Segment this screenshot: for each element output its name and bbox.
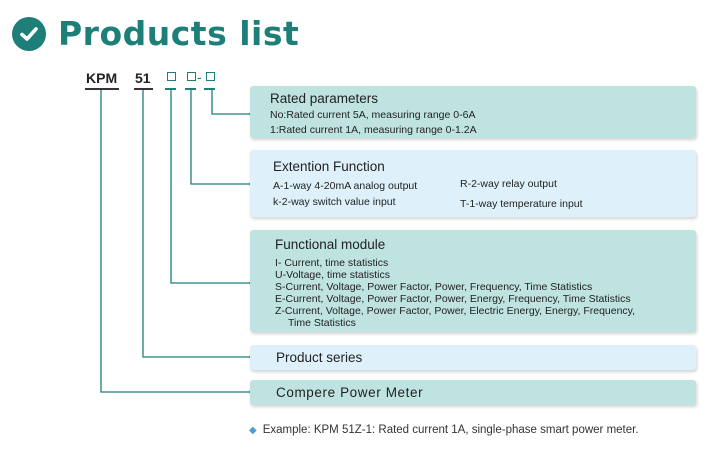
functional-module-title: Functional module [275, 237, 386, 252]
functional-line-5: Time Statistics [288, 317, 356, 329]
placeholder-box-rated [206, 72, 215, 81]
functional-line-4: Z-Current, Voltage, Power Factor, Power,… [275, 305, 636, 317]
rated-line-1: 1:Rated current 1A, measuring range 0-1.… [270, 124, 477, 136]
functional-line-2: S-Current, Voltage, Power Factor, Power,… [275, 281, 593, 293]
extension-col1-0: A-1-way 4-20mA analog output [273, 180, 418, 192]
check-circle-icon [12, 16, 46, 51]
model-prefix: KPM [86, 70, 118, 86]
diamond-bullet-icon: ◆ [249, 425, 257, 436]
extension-col2-0: R-2-way relay output [460, 178, 557, 190]
functional-module-box: Functional module I- Current, time stati… [250, 230, 696, 332]
functional-line-3: E-Current, Voltage, Power Factor, Power,… [275, 293, 631, 305]
series-underline [134, 88, 153, 90]
extension-col1-1: k-2-way switch value input [273, 196, 396, 208]
example-text: Example: KPM 51Z-1: Rated current 1A, si… [262, 424, 639, 436]
example-note: ◆ Example: KPM 51Z-1: Rated current 1A, s… [249, 424, 639, 436]
product-series-box: Product series [250, 345, 696, 370]
functional-line-1: U-Voltage, time statistics [275, 269, 390, 281]
extension-function-title: Extention Function [273, 159, 385, 174]
rated-parameters-box: Rated parameters No:Rated current 5A, me… [250, 86, 696, 138]
functional-underline [165, 88, 176, 90]
extension-underline [185, 88, 196, 90]
functional-line-0: I- Current, time statistics [275, 257, 389, 269]
page-title: Products list [58, 14, 300, 53]
prefix-underline [85, 88, 119, 90]
rated-line-0: No:Rated current 5A, measuring range 0-6… [270, 109, 476, 121]
page-header: Products list [12, 14, 299, 53]
compere-power-meter-box: Compere Power Meter [250, 380, 696, 405]
rated-underline [204, 88, 215, 90]
placeholder-box-extension [187, 72, 196, 81]
model-series: 51 [135, 70, 151, 86]
product-series-title: Product series [276, 350, 363, 365]
compere-power-meter-title: Compere Power Meter [276, 385, 424, 400]
rated-parameters-title: Rated parameters [270, 91, 379, 106]
placeholder-box-functional [167, 72, 176, 81]
extension-function-box: Extention Function A-1-way 4-20mA analog… [250, 150, 696, 217]
model-dash: - [197, 69, 202, 85]
extension-col2-1: T-1-way temperature input [460, 198, 583, 210]
